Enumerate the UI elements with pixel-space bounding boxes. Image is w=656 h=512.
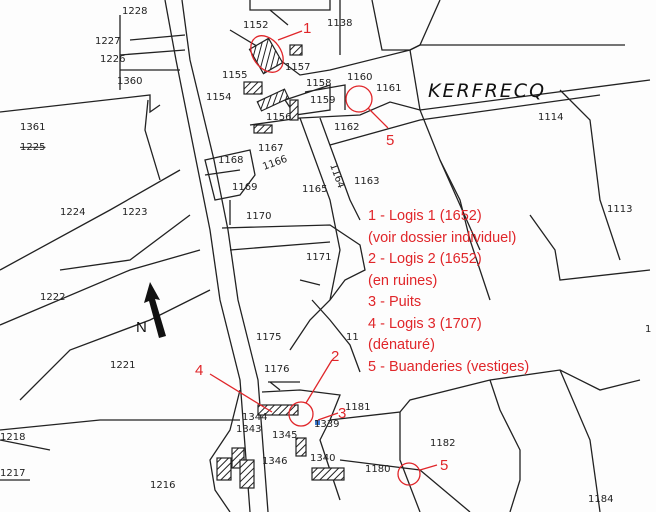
well-marker — [315, 420, 320, 425]
parcel-label: 1161 — [376, 83, 401, 94]
legend-line: 1 - Logis 1 (1652) — [368, 208, 482, 224]
marker-label-1: 1 — [303, 20, 311, 37]
parcel-label: 1181 — [345, 402, 370, 413]
parcel-label: 1160 — [347, 72, 372, 83]
legend-line: 5 - Buanderies (vestiges) — [368, 358, 530, 375]
marker-circle-5a — [345, 85, 373, 113]
parcel-label: 1163 — [354, 176, 379, 187]
parcel-label: 1360 — [117, 76, 142, 87]
parcel-label: 1361 — [20, 122, 45, 133]
parcel-label: 1167 — [258, 143, 283, 154]
parcel-label: 1113 — [607, 204, 632, 215]
place-name: KERFRECQ — [428, 80, 546, 102]
parcel-label: 1346 — [262, 456, 287, 467]
parcel-label: 1228 — [122, 6, 147, 17]
parcel-label: 1156 — [266, 112, 291, 123]
annotations: 1 5 2 3 4 5 — [195, 20, 448, 486]
parcel-label: 1164 — [327, 162, 346, 190]
parcel-label: 1114 — [538, 112, 563, 123]
parcel-label: 1221 — [110, 360, 135, 371]
parcel-label: 1218 — [0, 432, 25, 443]
parcel-label: 1176 — [264, 364, 289, 375]
parcel-label: 1166 — [261, 154, 289, 173]
parcel-label: 1168 — [218, 155, 243, 166]
parcel-label: 1157 — [285, 62, 310, 73]
parcel-label: 1344 — [242, 412, 267, 423]
legend-line: (voir dossier individuel) — [368, 229, 517, 246]
parcel-label: 1223 — [122, 207, 147, 218]
parcel-label: 1169 — [232, 182, 257, 193]
parcel-label: 1225 — [20, 142, 45, 153]
parcel-label: 1184 — [588, 494, 613, 505]
legend-line: 2 - Logis 2 (1652) — [368, 251, 482, 267]
parcel-label: 1152 — [243, 20, 268, 31]
north-arrow-icon — [144, 282, 166, 338]
legend-line: (en ruines) — [368, 272, 438, 289]
north-arrow: N — [136, 282, 166, 338]
parcel-label: 1159 — [310, 95, 335, 106]
marker-circle-2 — [288, 401, 314, 427]
parcel-label: 1155 — [222, 70, 247, 81]
buildings — [216, 37, 345, 489]
parcel-label: 1343 — [236, 424, 261, 435]
parcel-label: 1227 — [95, 36, 120, 47]
parcel-labels: 1228 1227 1226 1360 1361 1225 1224 1223 … — [0, 6, 651, 505]
parcel-label: 1 — [645, 324, 651, 335]
parcel-label: 1217 — [0, 468, 25, 479]
parcel-label: 1345 — [272, 430, 297, 441]
parcel-label: 11 — [346, 332, 359, 343]
parcel-label: 1216 — [150, 480, 175, 491]
marker-label-4: 4 — [195, 362, 203, 379]
parcel-label: 1170 — [246, 211, 271, 222]
north-label: N — [136, 319, 147, 336]
parcel-label: 1138 — [327, 18, 352, 29]
legend: 1 - Logis 1 (1652) (voir dossier individ… — [368, 206, 529, 378]
parcel-label: 1162 — [334, 122, 359, 133]
parcel-label: 1158 — [306, 78, 331, 89]
marker-label-2: 2 — [331, 348, 339, 365]
parcel-label: 1175 — [256, 332, 281, 343]
parcel-label: 1339 — [314, 419, 339, 430]
parcel-label: 1180 — [365, 464, 390, 475]
parcel-label: 1182 — [430, 438, 455, 449]
marker-circle-5b — [397, 462, 421, 486]
parcel-label: 1171 — [306, 252, 331, 263]
legend-line: 3 - Puits — [368, 294, 422, 310]
legend-line: (dénaturé) — [368, 337, 435, 353]
parcel-label: 1226 — [100, 54, 125, 65]
parcel-label: 1165 — [302, 184, 327, 195]
legend-line: 4 - Logis 3 (1707) — [368, 315, 482, 332]
marker-label-5b: 5 — [440, 457, 448, 474]
parcel-label: 1154 — [206, 92, 231, 103]
parcel-label: 1340 — [310, 453, 335, 464]
marker-label-5a: 5 — [386, 132, 394, 149]
marker-label-3: 3 — [338, 405, 346, 422]
marker-circle-1 — [250, 35, 284, 73]
parcel-label: 1224 — [60, 207, 85, 218]
parcel-label: 1222 — [40, 292, 65, 303]
